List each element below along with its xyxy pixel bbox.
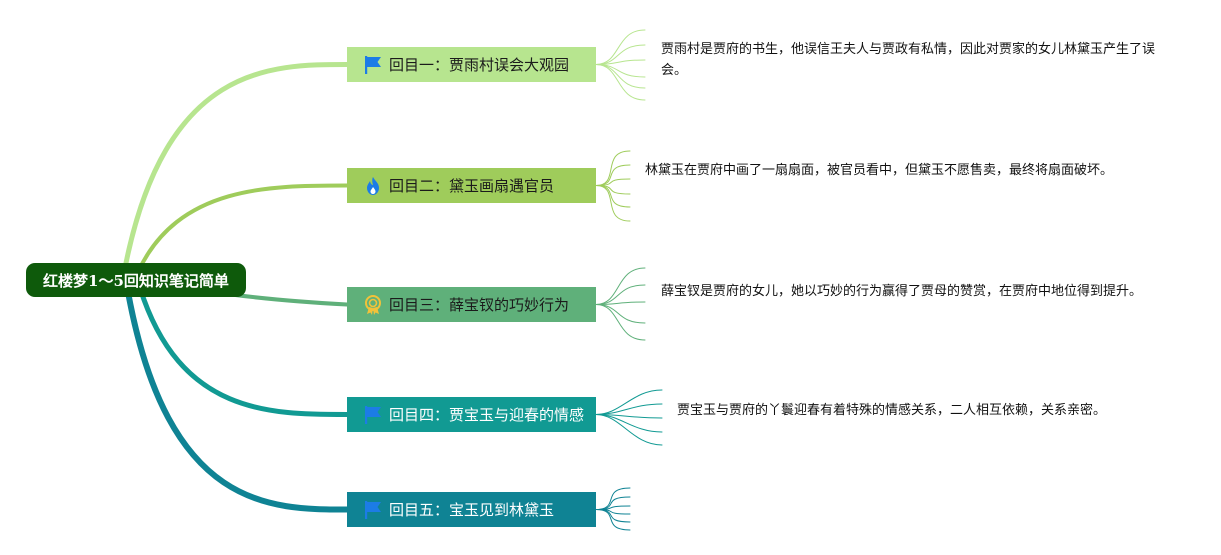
branch-connector: [122, 62, 350, 271]
branch-topic-label: 回目一：贾雨村误会大观园: [389, 56, 570, 74]
leaf-connector: [595, 64, 646, 78]
branch-connector: [125, 289, 350, 513]
branch-topic-label: 回目二：黛玉画扇遇官员: [389, 177, 555, 195]
leaf-connector: [595, 284, 646, 305]
branch-topic-label: 回目四：贾宝玉与迎春的情感: [389, 406, 585, 424]
branch-note-3: 薛宝钗是贾府的女儿，她以巧妙的行为赢得了贾母的赞赏，在贾府中地位得到提升。: [661, 284, 1143, 299]
leaf-connector: [595, 509, 631, 523]
branch-topic-5[interactable]: 回目五：宝玉见到林黛玉: [347, 492, 596, 527]
leaf-connector: [595, 509, 631, 531]
root-topic-label: 红楼梦1～5回知识笔记简单: [43, 271, 229, 290]
leaf-connector: [595, 267, 646, 305]
leaf-connector: [595, 150, 631, 186]
branch-connector: [137, 285, 350, 417]
leaf-connector: [595, 29, 646, 65]
root-topic[interactable]: 红楼梦1～5回知识笔记简单: [26, 263, 246, 297]
leaf-connector: [595, 64, 646, 101]
branch-note-1: 贾雨村是贾府的书生，他误信王夫人与贾政有私情，因此对贾家的女儿林黛玉产生了误会。: [661, 42, 1156, 78]
branch-connector: [136, 183, 349, 274]
flag-icon: [362, 54, 384, 76]
leaf-connector: [595, 414, 663, 446]
branch-topic-2[interactable]: 回目二：黛玉画扇遇官员: [347, 168, 596, 203]
branch-topic-label: 回目三：薛宝钗的巧妙行为: [389, 296, 570, 314]
leaf-connector: [595, 185, 631, 222]
leaf-connector: [595, 185, 631, 208]
leaf-connector: [595, 164, 631, 186]
branch-topic-1[interactable]: 回目一：贾雨村误会大观园: [347, 47, 596, 82]
leaf-connector: [595, 505, 631, 510]
branch-topic-3[interactable]: 回目三：薛宝钗的巧妙行为: [347, 287, 596, 322]
flame-icon: [362, 175, 384, 197]
leaf-connector: [595, 414, 663, 433]
leaf-connector: [595, 304, 646, 324]
leaf-connector: [595, 59, 646, 65]
award-icon: [362, 294, 384, 316]
leaf-connector: [595, 185, 631, 195]
leaf-connector: [595, 304, 646, 341]
flag-icon: [362, 404, 384, 426]
branch-note-4: 贾宝玉与贾府的丫鬟迎春有着特殊的情感关系，二人相互依赖，关系亲密。: [677, 403, 1107, 418]
flag-icon: [362, 499, 384, 521]
branch-note-2: 林黛玉在贾府中画了一扇扇面，被官员看中，但黛玉不愿售卖，最终将扇面破坏。: [645, 163, 1114, 178]
branch-topic-label: 回目五：宝玉见到林黛玉: [389, 501, 555, 519]
branch-topic-4[interactable]: 回目四：贾宝玉与迎春的情感: [347, 397, 596, 432]
leaf-connector: [595, 389, 663, 415]
